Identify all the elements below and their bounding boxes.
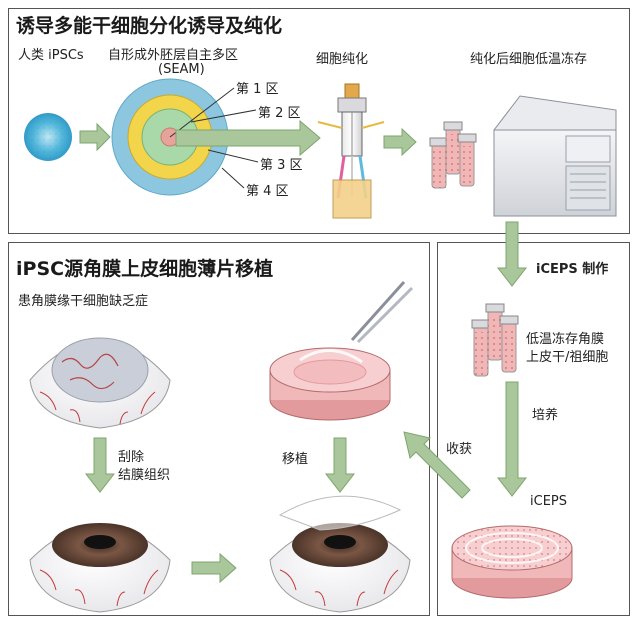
freezer-illustration (493, 95, 617, 217)
label-frozen-cells: 上皮干/祖细胞 (526, 350, 609, 365)
zone-label-1: 第 1 区 (236, 82, 279, 97)
forceps-icon (350, 280, 414, 344)
zone-label-3: 第 3 区 (260, 158, 303, 173)
arrow-right-icon (383, 127, 417, 157)
label-transplant: 移植 (282, 452, 309, 467)
iceps-dish-illustration (451, 525, 573, 599)
cell-sheet-dish-illustration (269, 347, 391, 421)
arrow-down-icon (324, 437, 356, 493)
cell-sorter-illustration (317, 83, 385, 219)
arrow-right-icon (191, 552, 237, 584)
label-remove-tissue: 结膜组织 (118, 468, 171, 483)
label-purify: 细胞纯化 (316, 52, 369, 67)
label-iceps: iCEPS (530, 494, 567, 509)
arrow-right-icon (175, 119, 321, 157)
zone-label-4: 第 4 区 (246, 184, 289, 199)
label-seam: 自形成外胚层自主多区 (108, 48, 239, 63)
label-seam-abbr: (SEAM) (158, 62, 205, 77)
cleaned-eye-illustration (29, 523, 171, 613)
harvest-arrow-icon (403, 431, 471, 499)
arrow-down-icon (84, 437, 116, 493)
arrow-right-icon (79, 122, 111, 152)
arrow-down-icon (496, 381, 528, 497)
right-panel-title: iCEPS 制作 (536, 262, 609, 277)
top-panel-title: 诱导多能干细胞分化诱导及纯化 (16, 15, 283, 37)
cryotubes-illustration (429, 121, 477, 189)
label-harvest: 收获 (446, 442, 473, 457)
arrow-down-icon (496, 221, 528, 287)
label-culture: 培养 (532, 408, 559, 423)
label-patient: 患角膜缘干细胞缺乏症 (18, 294, 149, 309)
label-freeze: 纯化后细胞低温冻存 (470, 52, 588, 67)
label-ipsc: 人类 iPSCs (18, 48, 84, 63)
label-remove: 刮除 (118, 450, 145, 465)
label-frozen: 低温冻存角膜 (526, 332, 605, 347)
diseased-eye-illustration (29, 337, 171, 429)
zone-label-2: 第 2 区 (258, 106, 301, 121)
ipsc-colony (24, 113, 72, 161)
bottom-left-panel-title: iPSC源角膜上皮细胞薄片移植 (16, 258, 274, 280)
cryotubes-illustration (471, 303, 519, 377)
transplanted-eye-illustration (269, 495, 411, 613)
